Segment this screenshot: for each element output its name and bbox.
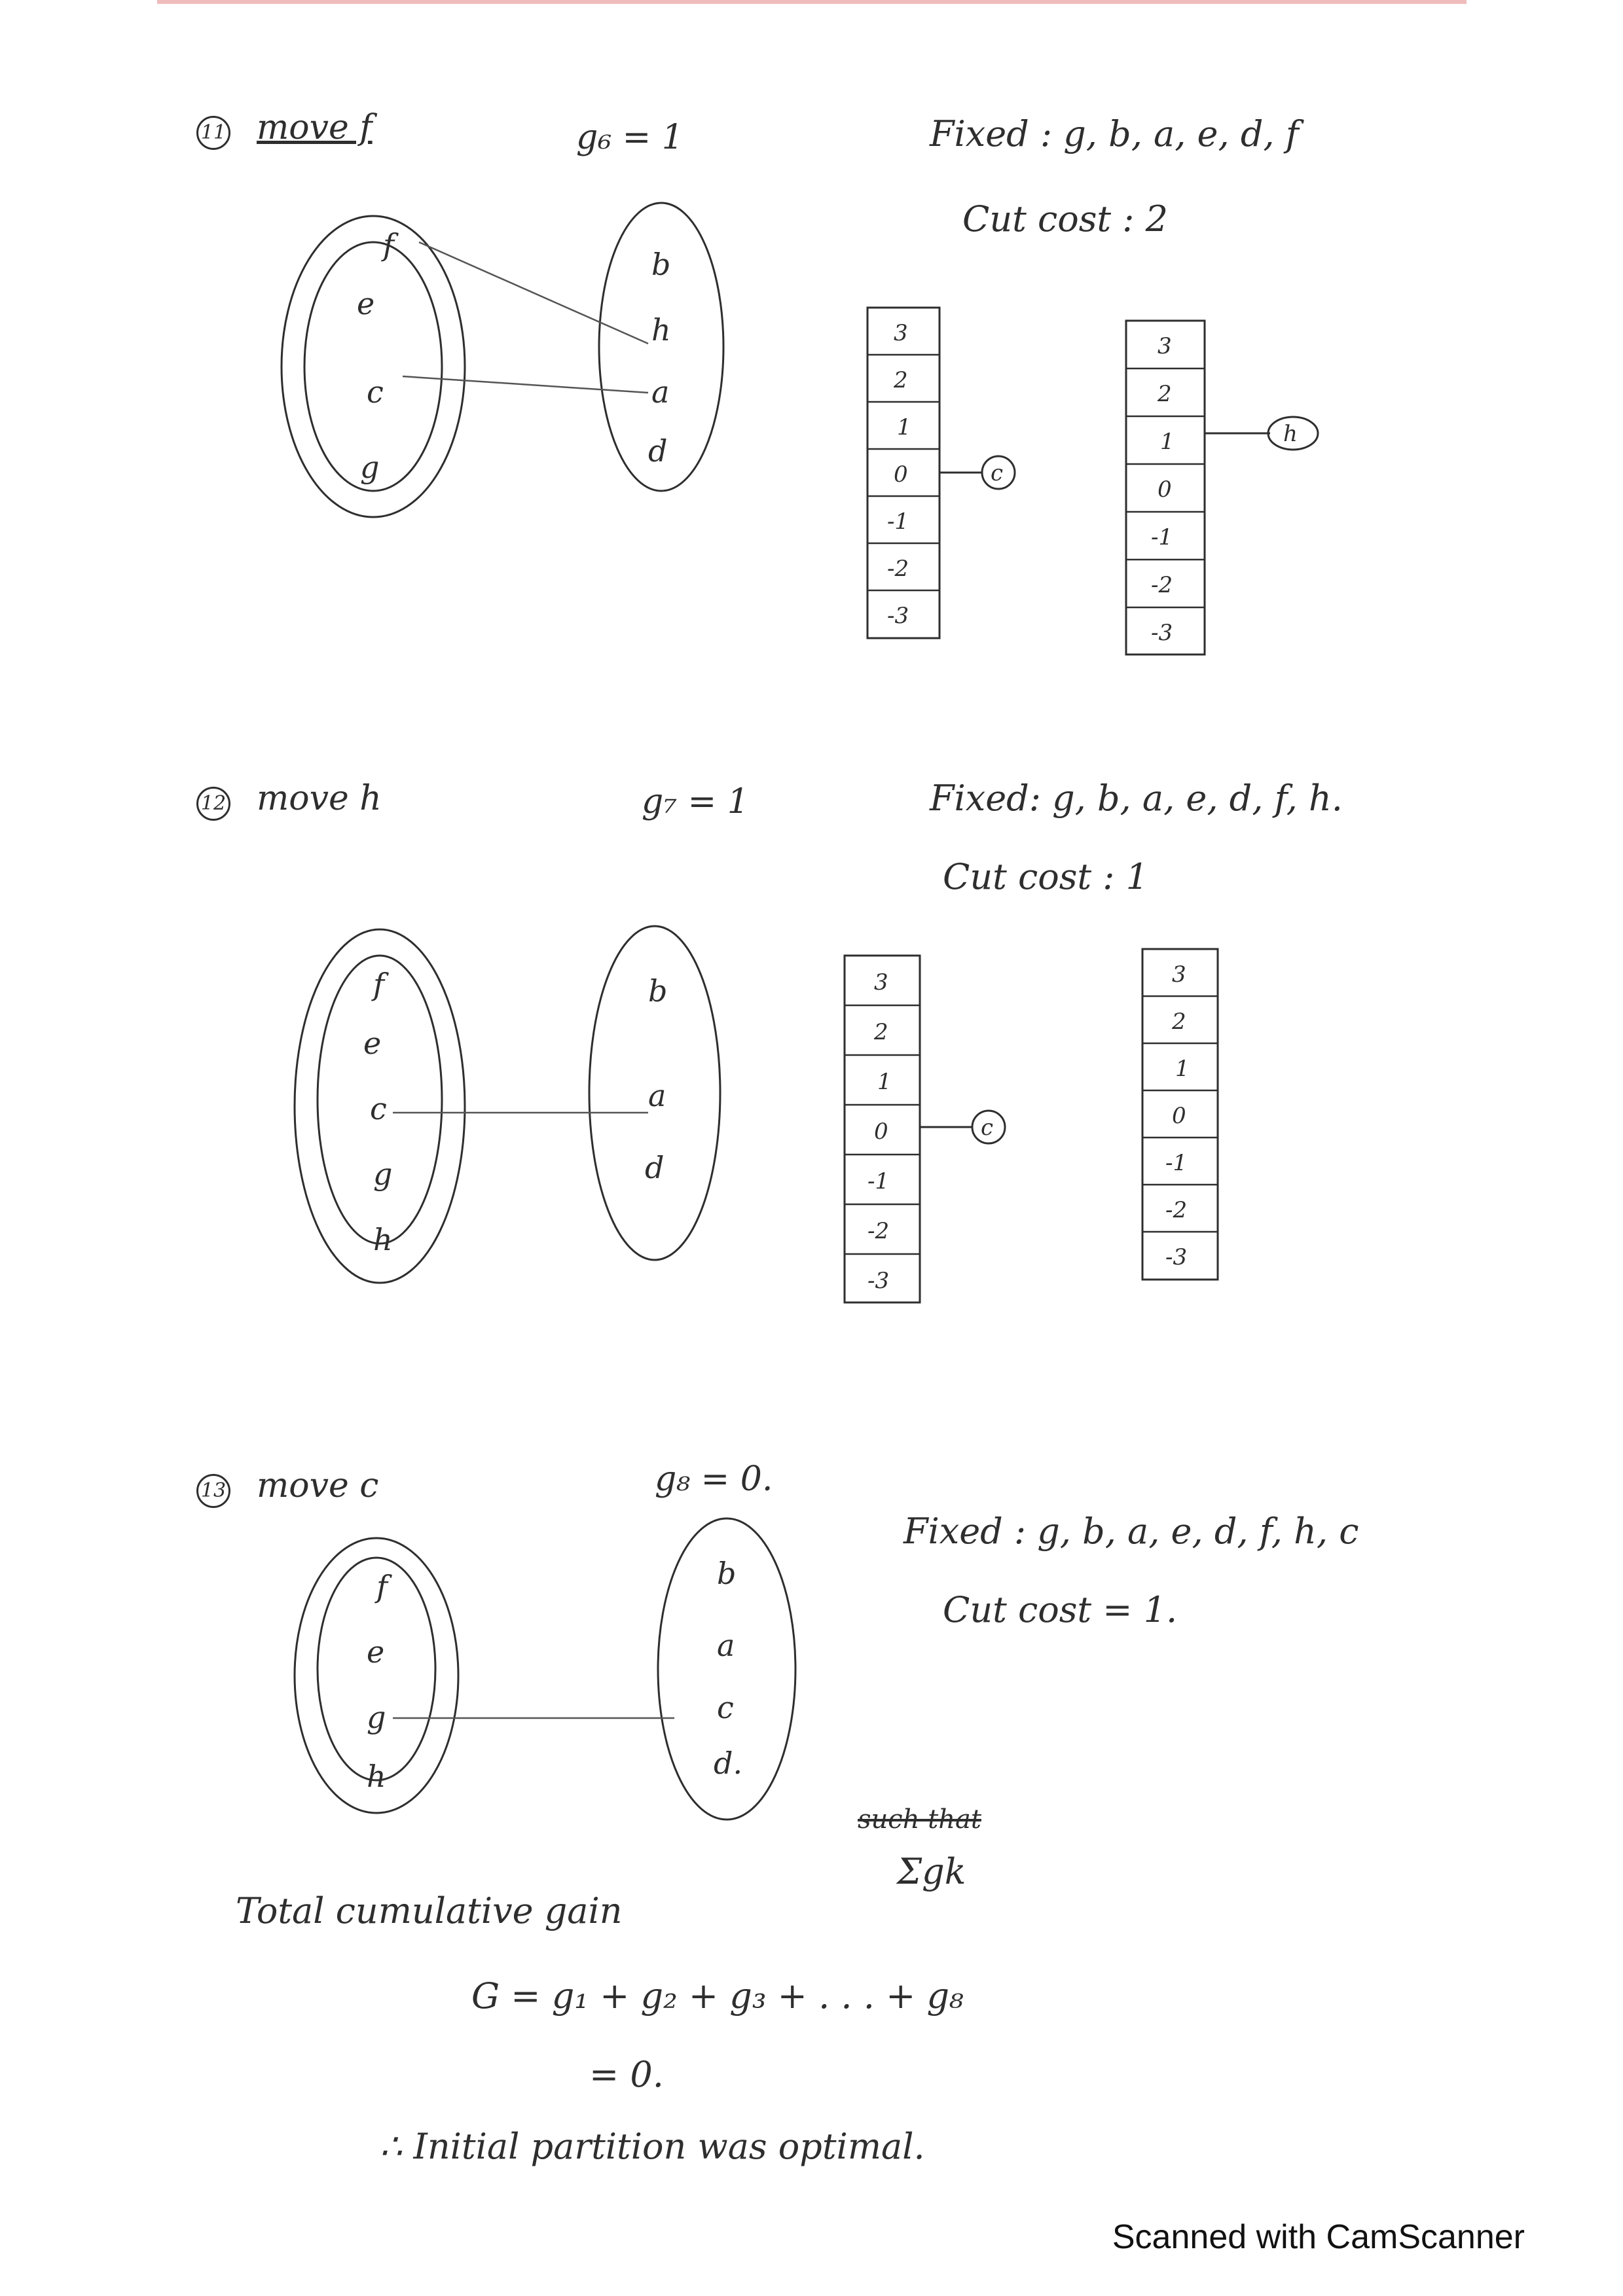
camscanner-watermark: Scanned with CamScanner [1112,2218,1525,2256]
left-partition-inner [303,241,443,492]
step-number: 12 [196,787,230,821]
fixed-list: Fixed : g, b, a, e, d, f, h, c [903,1511,1359,1552]
node-label: c [367,374,384,410]
step-move: move f [257,108,373,147]
bucket-label: 1 [897,414,911,440]
step-gain: g₆ = 1 [576,118,684,157]
step-gain: g₈ = 0. [655,1460,773,1499]
bucket-label: 2 [1171,1009,1186,1035]
node-label: h [367,1759,386,1794]
left-partition-inner [316,1556,437,1782]
left-partition-outer [280,215,466,518]
bucket-label: 2 [873,1019,888,1045]
step-12-header: 12 move h [196,779,382,821]
node-label: a [717,1628,735,1663]
node-label: d. [714,1746,742,1781]
bucket-label: 0 [894,461,908,488]
bucket-label: -2 [867,1218,889,1244]
bucket-node: c [981,1115,993,1141]
summary-sum: Σgk [897,1851,966,1892]
bucket-label: 1 [1175,1056,1190,1082]
node-label: g [373,1157,392,1192]
summary-line-4: ∴ Initial partition was optimal. [380,2126,925,2167]
right-partition [598,202,725,492]
node-label: g [360,450,379,485]
bucket-label: 0 [874,1119,888,1145]
struck-text: such that [858,1804,981,1835]
bucket-label: -2 [1165,1197,1187,1223]
bucket-label: 0 [1158,476,1172,503]
bucket-node: c [991,460,1003,486]
node-label: c [717,1690,734,1725]
left-partition-outer [293,928,466,1284]
node-label: a [651,374,669,410]
right-partition [657,1517,797,1821]
cut-cost: Cut cost : 1 [943,856,1149,897]
step-move: move h [257,779,382,818]
bucket-array-right: 3 2 1 0 -1 -2 -3 [1141,948,1219,1281]
cut-cost: Cut cost = 1. [943,1589,1178,1630]
bucket-array-right: 3 2 1 0 -1 -2 -3 h [1125,319,1319,656]
node-label: c [370,1091,387,1126]
node-label: d [645,1150,664,1185]
bucket-array-left: 3 2 1 0 -1 -2 -3 c [843,954,1006,1304]
bucket-label: -1 [1165,1150,1187,1176]
bucket-label: 3 [894,320,908,346]
bucket-label: -2 [1151,572,1173,598]
node-label: b [648,973,667,1009]
step-13-header: 13 move c [196,1466,378,1508]
node-label: d [648,433,667,469]
bucket-array-left: 3 2 1 0 -1 -2 -3 c [866,306,1016,639]
bucket-label: -1 [1151,524,1173,550]
bucket-label: -3 [867,1268,889,1294]
bucket-label: -3 [1151,620,1173,646]
node-label: a [648,1078,666,1113]
cut-cost: Cut cost : 2 [962,198,1169,240]
bucket-label: 3 [1158,333,1172,359]
right-partition [588,925,721,1261]
fixed-list: Fixed : g, b, a, e, d, f [930,113,1299,154]
bucket-label: -1 [887,509,909,535]
step-number: 13 [196,1474,230,1508]
bucket-label: -2 [887,556,909,582]
node-label: e [363,1026,381,1061]
bucket-label: 3 [1172,961,1186,988]
step-number: 11 [196,116,230,150]
left-partition-outer [293,1537,460,1814]
bucket-node: h [1283,421,1298,447]
bucket-label: 1 [1160,429,1175,455]
cut-edge [402,375,649,394]
bucket-label: -3 [1165,1244,1187,1270]
node-label: h [373,1222,393,1257]
step-11-header: 11 move f [196,108,373,150]
cut-edge [418,241,649,345]
summary-line-3: = 0. [589,2054,664,2095]
left-partition-inner [316,954,443,1245]
node-label: e [357,286,374,321]
bucket-label: -1 [867,1168,889,1194]
node-label: f [374,1569,392,1604]
bucket-label: 3 [874,969,888,996]
node-label: b [651,247,670,282]
bucket-label: -3 [887,603,909,629]
bucket-label: 2 [1157,381,1172,407]
node-label: e [367,1634,384,1670]
scan-edge [157,0,1467,4]
bucket-label: 1 [877,1069,892,1095]
step-move: move c [257,1466,379,1505]
node-label: h [651,312,671,348]
bucket-label: 2 [893,367,908,393]
step-gain: g₇ = 1 [642,782,749,821]
fixed-list: Fixed: g, b, a, e, d, f, h. [930,778,1343,819]
bucket-label: 0 [1172,1103,1186,1129]
node-label: g [367,1700,386,1735]
node-label: b [717,1556,736,1591]
summary-line-1: Total cumulative gain [236,1890,623,1931]
summary-line-2: G = g₁ + g₂ + g₃ + . . . + g₈ [471,1975,964,2017]
